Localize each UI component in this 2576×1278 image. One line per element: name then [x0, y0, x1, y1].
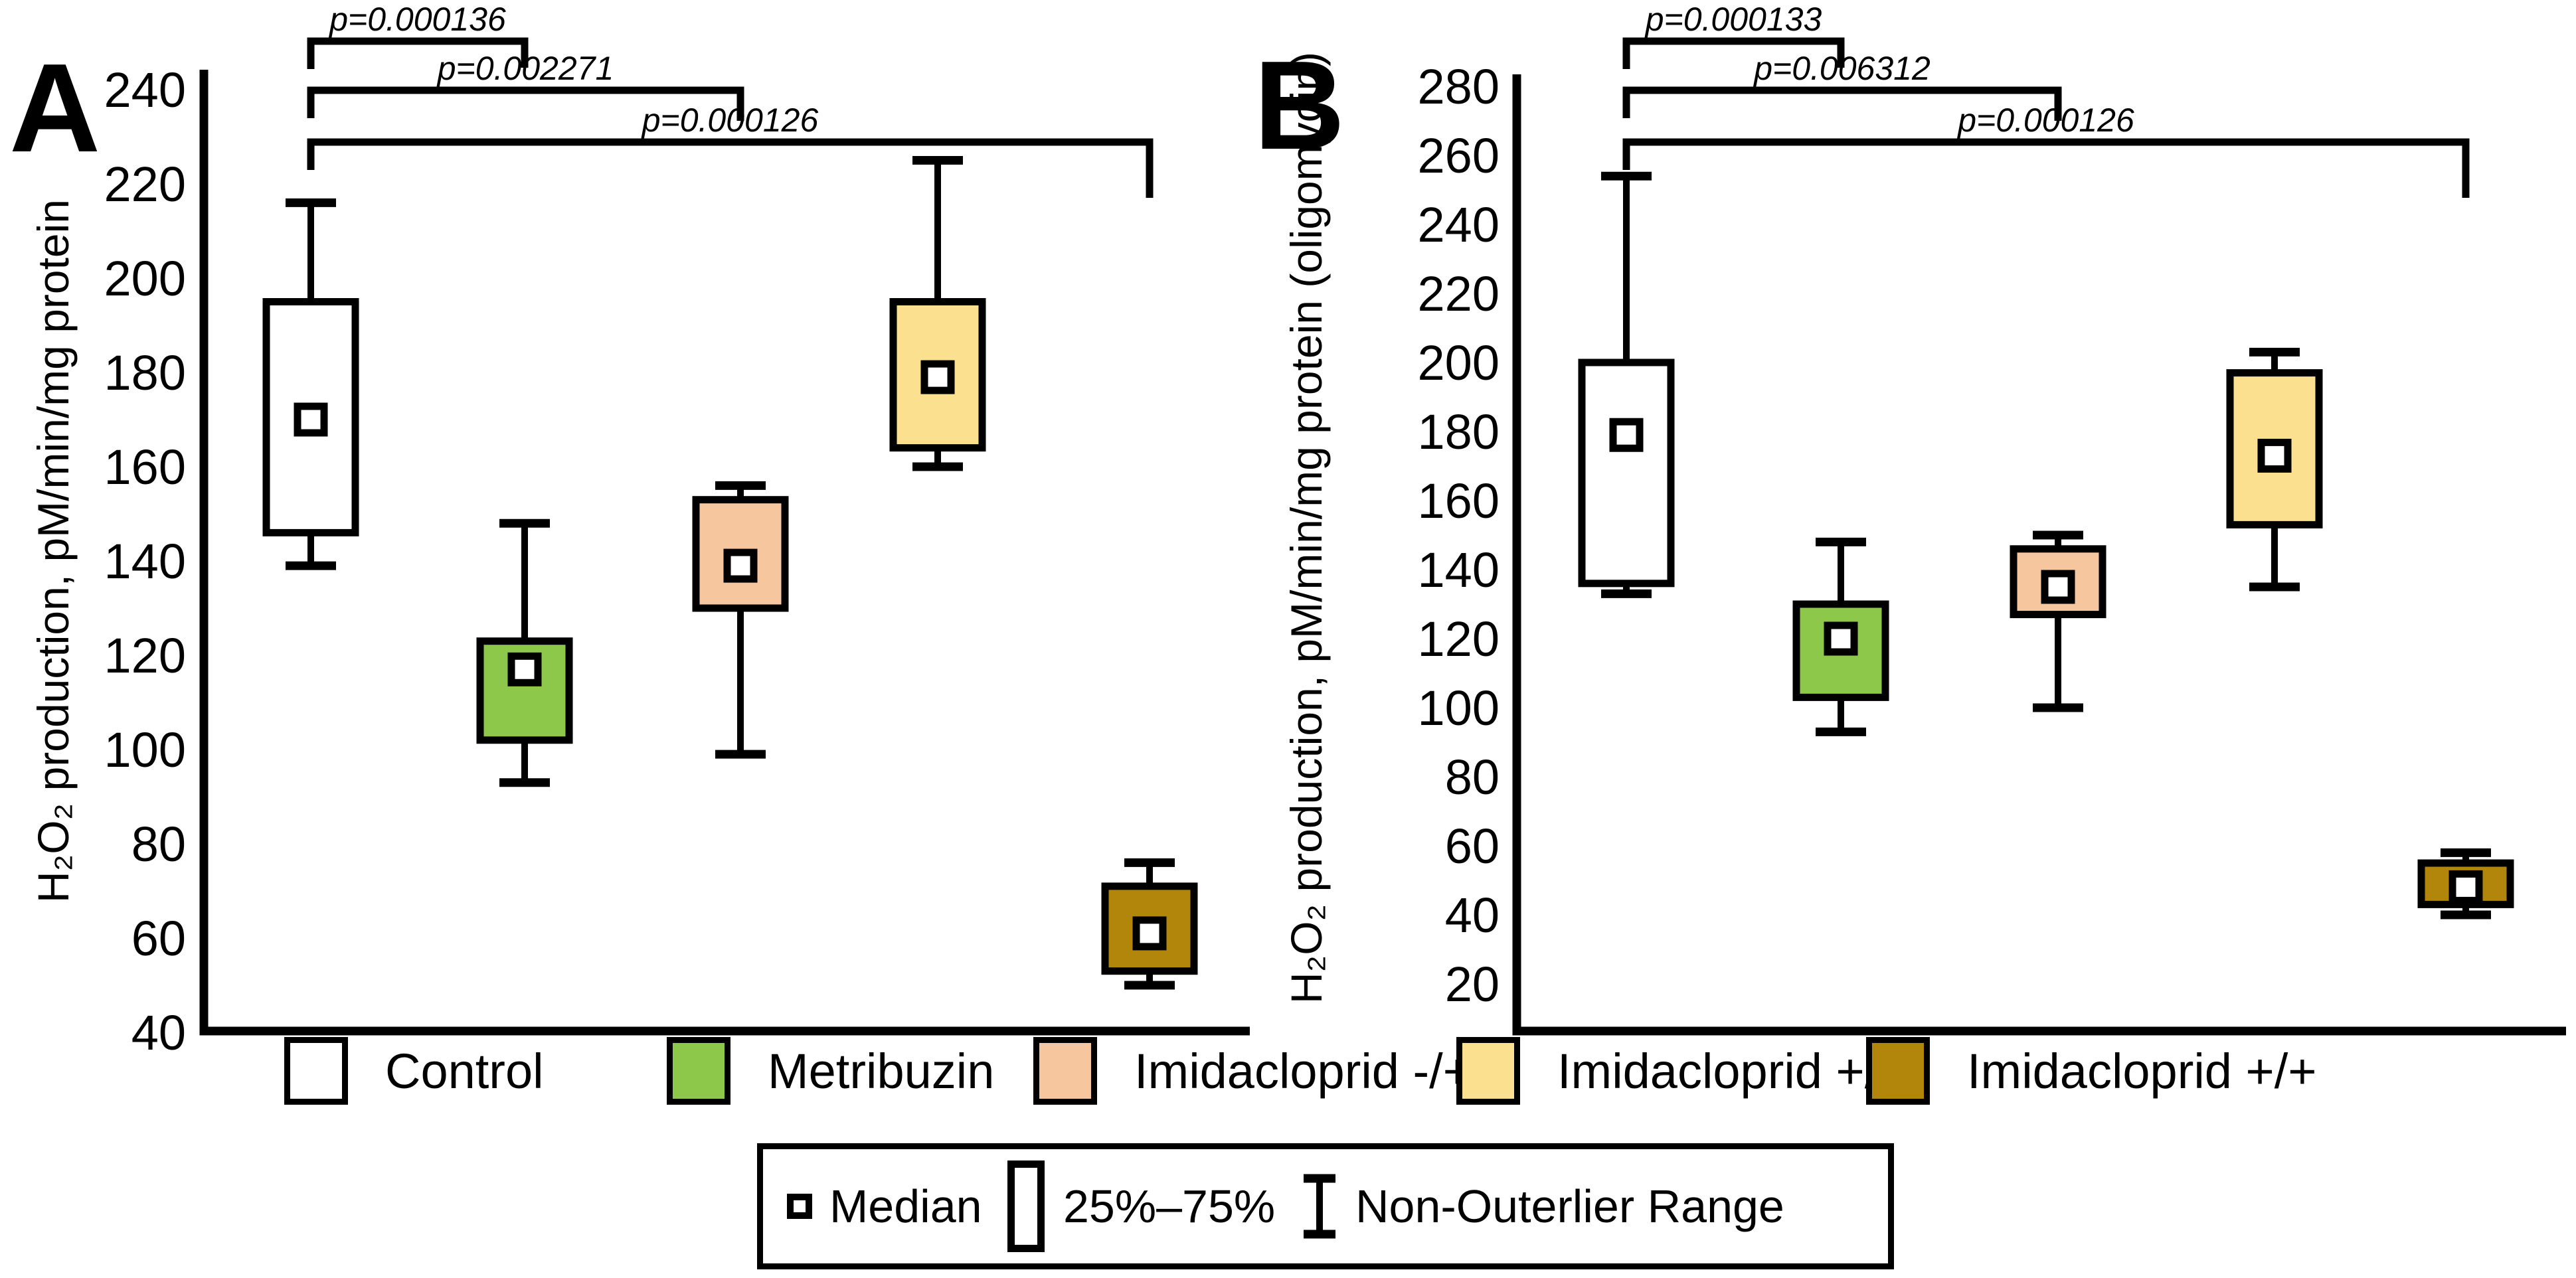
y-tick-label: 100	[104, 722, 186, 777]
y-tick-label: 180	[104, 345, 186, 400]
panel-a-letter: A	[9, 38, 100, 179]
legend-item-metribuzin: Metribuzin	[667, 1037, 995, 1105]
y-tick-label: 40	[1445, 888, 1500, 943]
legend-item-imidacloprid-plus-plus: Imidacloprid +/+	[1866, 1037, 2317, 1105]
p-value-label: p=0.000133	[1644, 1, 1822, 38]
metribuzin-swatch	[667, 1037, 730, 1105]
generated-plot-layer: 240 220 200 180 160 140 120 100 80 60 40 p=0.000136…	[104, 1, 2566, 1060]
y-tick-label: 180	[1418, 404, 1500, 459]
median-marker	[723, 548, 758, 583]
y-tick-label: 60	[131, 911, 186, 966]
legend-item-imidacloprid-minus-plus: Imidacloprid -/+	[1033, 1037, 1472, 1105]
legend-item-label: Metribuzin	[768, 1043, 995, 1099]
whisker-range-icon	[1298, 1172, 1341, 1241]
p-value-label: p=0.000136	[328, 1, 506, 38]
median-marker	[294, 402, 328, 437]
significance-bracket	[1622, 86, 2062, 121]
significance-bracket	[1622, 138, 2470, 198]
median-marker	[1132, 916, 1167, 951]
median-marker	[1824, 621, 1858, 656]
y-tick-label: 100	[1418, 680, 1500, 736]
y-tick-label: 80	[1445, 750, 1500, 805]
median-marker	[2041, 570, 2075, 604]
iqr-box	[1578, 359, 1675, 588]
median-marker	[920, 360, 955, 394]
y-tick-label: 40	[131, 1005, 186, 1060]
y-tick-label: 140	[104, 534, 186, 589]
y-tick-label: 20	[1445, 957, 1500, 1012]
symbol-key: Median 25%–75% Non-Outerlier Range	[757, 1143, 1894, 1269]
whisker-range-key-label: Non-Outerlier Range	[1355, 1180, 1784, 1232]
legend-item-label: Imidacloprid +/-	[1557, 1043, 1895, 1099]
y-tick-label: 120	[1418, 611, 1500, 667]
median-marker	[2257, 438, 2292, 473]
panel-a-y-axis-title: H₂O₂ production, pM/min/mg protein	[29, 199, 78, 903]
y-tick-label: 280	[1418, 59, 1500, 114]
median-marker	[507, 652, 542, 686]
panel-b-letter: B	[1254, 35, 1345, 176]
significance-bracket	[307, 138, 1154, 198]
p-value-label: p=0.006312	[1753, 50, 1931, 87]
significance-bracket	[1622, 37, 1845, 69]
y-tick-label: 240	[104, 62, 186, 118]
y-tick-label: 80	[131, 817, 186, 872]
median-key-label: Median	[829, 1180, 982, 1232]
y-tick-label: 60	[1445, 819, 1500, 874]
significance-bracket	[307, 37, 529, 69]
y-tick-label: 160	[104, 439, 186, 495]
y-tick-label: 220	[104, 157, 186, 212]
imidacloprid-plus-plus-swatch	[1866, 1037, 1930, 1105]
y-tick-label: 160	[1418, 473, 1500, 528]
y-tick-label: 260	[1418, 128, 1500, 183]
legend-item-label: Imidacloprid +/+	[1967, 1043, 2317, 1099]
median-marker	[2448, 870, 2483, 904]
legend-item-label: Imidacloprid -/+	[1134, 1043, 1472, 1099]
y-tick-label: 200	[1418, 335, 1500, 390]
y-tick-label: 200	[104, 251, 186, 306]
box-range-key-label: 25%–75%	[1063, 1180, 1276, 1232]
imidacloprid-plus-minus-swatch	[1456, 1037, 1520, 1105]
y-tick-label: 220	[1418, 266, 1500, 321]
y-tick-label: 120	[104, 628, 186, 683]
imidacloprid-minus-plus-swatch	[1033, 1037, 1097, 1105]
p-value-label: p=0.000126	[1956, 102, 2134, 139]
box-range-icon	[1007, 1160, 1045, 1252]
panel-b-y-axis-title: H₂O₂ production, pM/min/mg protein (olig…	[1282, 52, 1331, 1004]
median-marker	[1609, 418, 1644, 452]
y-tick-label: 240	[1418, 197, 1500, 252]
p-value-label: p=0.002271	[436, 50, 614, 87]
significance-bracket	[307, 86, 744, 121]
legend-item-label: Control	[385, 1043, 544, 1099]
control-swatch	[284, 1037, 348, 1105]
median-marker-icon	[787, 1194, 812, 1219]
legend-item-control: Control	[284, 1037, 544, 1105]
p-value-label: p=0.000126	[641, 102, 819, 139]
y-tick-label: 140	[1418, 542, 1500, 598]
legend-item-imidacloprid-plus-minus: Imidacloprid +/-	[1456, 1037, 1895, 1105]
